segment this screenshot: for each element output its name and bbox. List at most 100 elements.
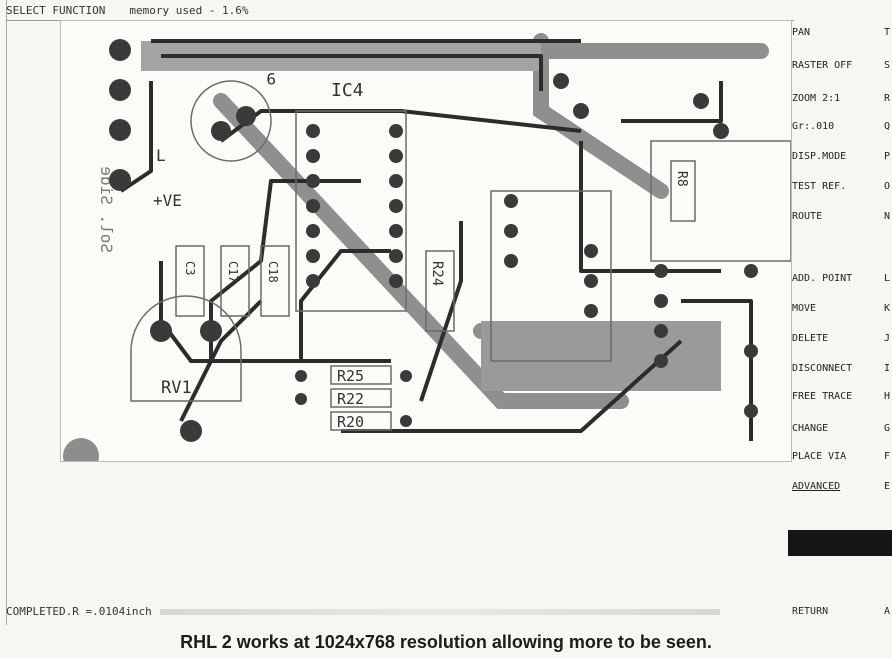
menu-item-label: RETURN — [792, 606, 829, 617]
r24-outline — [425, 250, 455, 332]
pad — [295, 370, 307, 382]
pad — [295, 393, 307, 405]
pad — [504, 194, 518, 208]
trace-10 — [621, 81, 723, 123]
menu-item-label: TEST REF. — [792, 181, 847, 192]
mode-label: SELECT FUNCTION — [6, 4, 106, 17]
pad — [654, 324, 668, 338]
label-c18: C18 — [266, 261, 280, 283]
menu-item-hotkey: O — [884, 181, 891, 192]
trace-3 — [161, 54, 543, 91]
pad — [306, 249, 320, 263]
r22-outline — [330, 388, 392, 408]
crystal-pad — [236, 106, 256, 126]
menu-item-label: CHANGE — [792, 423, 829, 434]
pcb-canvas[interactable]: IC4 9 L +VE C3 C17 C18 R24 R25 R22 R20 R… — [60, 20, 792, 462]
menu-item-label: PLACE VIA — [792, 451, 847, 462]
pad — [584, 304, 598, 318]
frame-left-border — [6, 0, 7, 625]
rv1-pad — [150, 320, 172, 342]
pad — [389, 149, 403, 163]
pcb-drawing[interactable]: IC4 9 L +VE C3 C17 C18 R24 R25 R22 R20 R… — [61, 21, 791, 461]
label-rv1: RV1 — [161, 378, 192, 398]
menu-item-hotkey: G — [884, 423, 891, 434]
menu-item-hotkey: P — [884, 151, 891, 162]
mounting-hole — [63, 438, 99, 461]
completion-status-bar: COMPLETED.R =.0104inch — [6, 604, 788, 620]
trace-11 — [681, 299, 753, 441]
menu-item-hotkey: R — [884, 93, 891, 104]
menu-item-label: ADD. POINT — [792, 273, 853, 284]
label-c3: C3 — [183, 261, 197, 275]
pad — [584, 274, 598, 288]
figure-caption: RHL 2 works at 1024x768 resolution allow… — [180, 632, 712, 652]
silk-labels: IC4 9 L +VE C3 C17 C18 R24 R25 R22 R20 R… — [97, 69, 689, 431]
menu-item-place-via[interactable]: PLACE VIA F — [788, 448, 892, 466]
pad-layer — [63, 73, 758, 461]
pad — [654, 294, 668, 308]
menu-highlight-bar — [788, 530, 892, 556]
silkscreen-layer — [130, 80, 791, 431]
menu-item-label: ZOOM 2:1 — [792, 93, 841, 104]
pad — [744, 264, 758, 278]
r8-outline — [670, 160, 696, 222]
label-r22: R22 — [337, 390, 364, 408]
ic4-outline — [295, 110, 407, 312]
trace-4 — [219, 109, 582, 143]
menu-item-test-ref[interactable]: TEST REF. O — [788, 178, 892, 196]
pad — [654, 354, 668, 368]
label-ve: +VE — [153, 191, 182, 210]
trace-9 — [579, 141, 721, 273]
right-connector-outline — [650, 140, 791, 262]
menu-item-return[interactable]: RETURN A — [792, 604, 892, 620]
menu-item-hotkey: E — [884, 481, 891, 492]
c18-outline — [260, 245, 290, 317]
trace-12 — [419, 221, 463, 402]
menu-item-change[interactable]: CHANGE G — [788, 420, 892, 438]
pad — [713, 123, 729, 139]
mirrored-side-label: Sol. Side — [97, 166, 116, 253]
label-ic4: IC4 — [331, 80, 364, 101]
top-status-bar: SELECT FUNCTION memory used - 1.6% — [6, 4, 788, 18]
menu-item-label: FREE TRACE — [792, 391, 853, 402]
menu-item-hotkey: F — [884, 451, 891, 462]
label-nine: 9 — [266, 69, 276, 88]
r25-outline — [330, 365, 392, 385]
menu-item-hotkey: T — [884, 27, 891, 38]
pad — [306, 149, 320, 163]
menu-item-label: DELETE — [792, 333, 829, 344]
menu-item-advanced[interactable]: ADVANCED E — [788, 478, 892, 496]
memory-usage-label: memory used - 1.6% — [129, 4, 249, 17]
pad — [389, 199, 403, 213]
menu-item-hotkey: A — [884, 606, 891, 617]
pad — [389, 224, 403, 238]
pad — [389, 174, 403, 188]
rv1-pad — [180, 420, 202, 442]
grey-trace-upper — [533, 33, 669, 199]
pad — [306, 224, 320, 238]
pad — [306, 174, 320, 188]
menu-item-label: Gr:.010 — [792, 121, 835, 132]
copper-block — [481, 321, 721, 391]
menu-item-label: MOVE — [792, 303, 817, 314]
label-l: L — [156, 146, 166, 165]
pad — [400, 370, 412, 382]
trace-5 — [159, 261, 391, 363]
pad — [553, 73, 569, 89]
menu-item-label: ADVANCED — [792, 481, 841, 492]
menu-item-zoom-2-1[interactable]: ZOOM 2:1 R — [788, 90, 892, 108]
trace-7 — [299, 249, 391, 361]
label-r20: R20 — [337, 413, 364, 431]
pad — [504, 224, 518, 238]
